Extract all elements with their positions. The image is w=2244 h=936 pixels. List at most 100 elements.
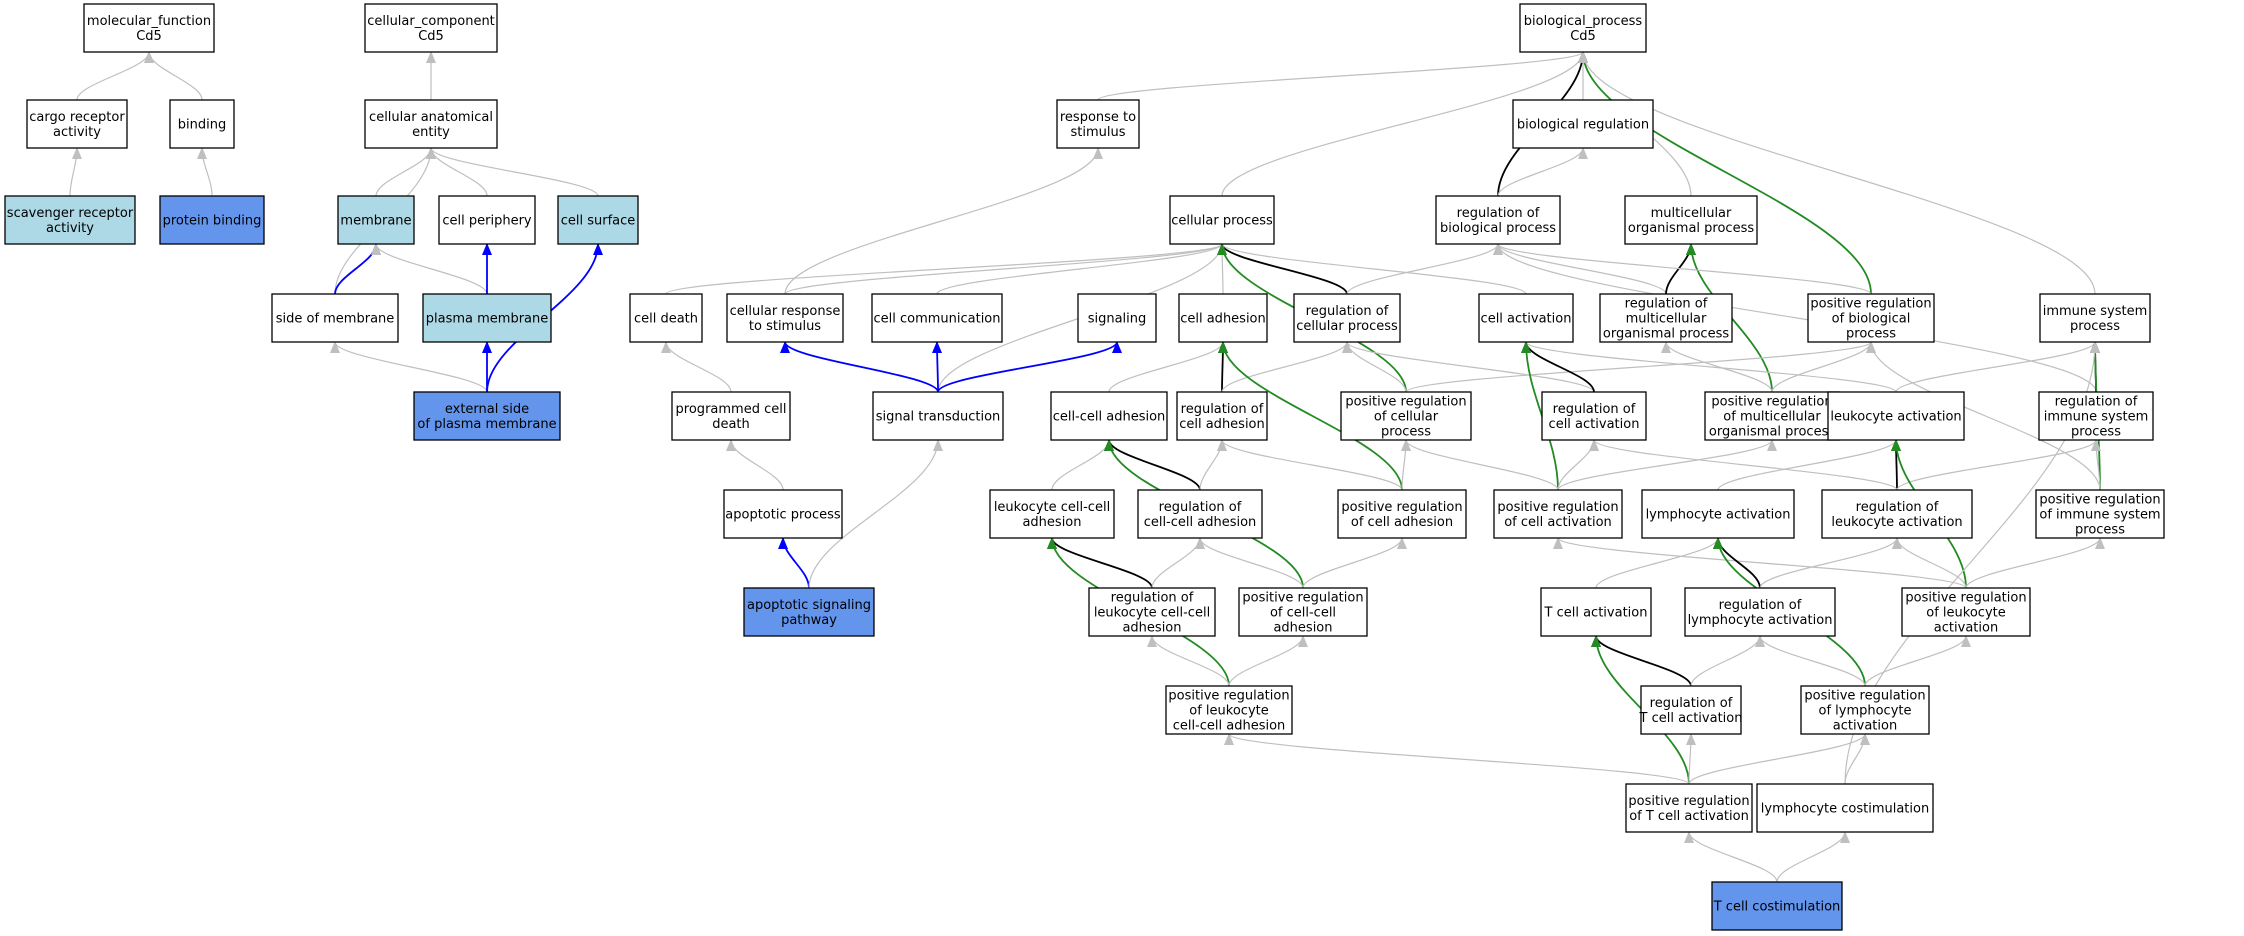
node-box-asp [743, 587, 875, 637]
node-box-ap [723, 489, 843, 539]
node-label-cact: cell activation [1481, 312, 1572, 327]
node-label-rtact: regulation of [1650, 696, 1733, 711]
edge-asp-to-st [808, 439, 943, 589]
node-lyact: lymphocyte activation [1641, 489, 1795, 539]
node-label-prisp: positive regulation [2039, 493, 2160, 508]
node-label-mem: membrane [340, 214, 411, 229]
edge-rts-to-bp [1097, 51, 1588, 101]
node-st: signal transduction [872, 391, 1004, 441]
edge-prbp-to-rbp [1493, 243, 1872, 295]
node-label-cc: cellular_component [367, 14, 495, 29]
node-label-tact: T cell activation [1544, 606, 1648, 621]
node-label-crs: cellular response [730, 304, 841, 319]
node-box-rcact [1541, 391, 1647, 441]
node-box-prtact [1625, 783, 1753, 833]
node-box-prlyact [1800, 685, 1930, 735]
edge-prisp-to-prbp [1866, 341, 2101, 491]
node-box-risp [2038, 391, 2154, 441]
edges-layer [69, 51, 2105, 883]
node-label-prcp: process [1381, 425, 1431, 440]
node-label-rbp: biological process [1440, 221, 1556, 236]
edge-st-to-ccomm [932, 341, 943, 393]
edge-prlyact-to-rlyact [1755, 635, 1866, 687]
edge-prtact-to-rtact [1685, 733, 1696, 785]
node-label-prcp: of cellular [1374, 410, 1439, 425]
node-label-prlcca: of leukocyte [1189, 704, 1268, 719]
node-box-cd [629, 293, 703, 343]
node-label-mf: molecular_function [87, 14, 211, 29]
node-label-cca: cell-cell adhesion [1053, 410, 1166, 425]
node-label-rlact: regulation of [1856, 500, 1939, 515]
edge-prmop-to-rmop [1661, 341, 1773, 393]
node-label-mop: multicellular [1651, 206, 1732, 221]
node-tact: T cell activation [1540, 587, 1652, 637]
node-label-lyact: lymphocyte activation [1646, 508, 1791, 523]
node-label-rts: response to [1060, 110, 1136, 125]
node-label-prisp: of immune system [2039, 508, 2160, 523]
node-label-cd: cell death [634, 312, 698, 327]
node-label-risp: immune system [2044, 410, 2149, 425]
edge-rmop-to-rbp [1493, 243, 1667, 295]
node-box-lcost [1756, 783, 1934, 833]
edge-prlact-to-rlact [1892, 537, 1967, 589]
edge-rca-to-rcp [1221, 341, 1352, 393]
node-box-ccomm [871, 293, 1003, 343]
node-box-prccadh [1238, 587, 1368, 637]
node-cp: cell periphery [438, 195, 536, 245]
edge-prca-to-prcp [1400, 439, 1411, 491]
node-label-cellp: cellular process [1171, 214, 1273, 229]
node-cd: cell death [629, 293, 703, 343]
node-label-prlcca: cell-cell adhesion [1173, 719, 1286, 734]
edge-prlyact-to-prlact [1864, 635, 1971, 687]
node-label-prmop: organismal process [1709, 425, 1835, 440]
edge-bind-to-mf [144, 51, 203, 101]
node-label-lcca: adhesion [1022, 515, 1081, 530]
edge-mem-to-cae [375, 147, 436, 197]
node-label-pb: protein binding [163, 214, 262, 229]
edge-rcact-to-rcp [1342, 341, 1595, 393]
node-label-risp: regulation of [2055, 395, 2138, 410]
node-ccomm: cell communication [871, 293, 1003, 343]
edge-prbp-to-bp [1578, 51, 1872, 295]
node-label-prlyact: activation [1833, 719, 1897, 734]
node-label-rlact: leukocyte activation [1831, 515, 1962, 530]
node-box-crs [726, 293, 844, 343]
node-label-asp: pathway [781, 613, 837, 628]
node-label-isp: process [2070, 319, 2120, 334]
edge-rlcca-to-rccadh [1151, 537, 1205, 589]
node-sig: signaling [1077, 293, 1157, 343]
node-label-rcp: regulation of [1306, 304, 1389, 319]
edge-prlcca-to-prccadh [1228, 635, 1308, 687]
node-label-prisp: process [2075, 523, 2125, 538]
node-label-risp: process [2071, 425, 2121, 440]
node-label-prcp: positive regulation [1345, 395, 1466, 410]
edge-ccomm-to-cellp [936, 243, 1227, 295]
node-label-sig: signaling [1088, 312, 1147, 327]
node-label-crs: to stimulus [749, 319, 821, 334]
node-box-rca [1176, 391, 1268, 441]
node-label-cs: cell surface [561, 214, 636, 229]
node-label-prcact: positive regulation [1497, 500, 1618, 515]
node-box-lcca [989, 489, 1115, 539]
node-box-rccadh [1137, 489, 1263, 539]
node-rtact: regulation ofT cell activation [1639, 685, 1742, 735]
node-label-sra: activity [46, 221, 94, 236]
node-label-prccadh: adhesion [1273, 621, 1332, 636]
node-label-rmop: multicellular [1626, 312, 1707, 327]
node-label-isp: immune system [2043, 304, 2148, 319]
node-label-rlyact: lymphocyte activation [1688, 613, 1833, 628]
edge-prca-to-rca [1217, 439, 1403, 491]
edge-cellp-to-bp [1221, 51, 1588, 197]
node-label-cae: entity [412, 125, 450, 140]
node-box-cae [364, 99, 498, 149]
